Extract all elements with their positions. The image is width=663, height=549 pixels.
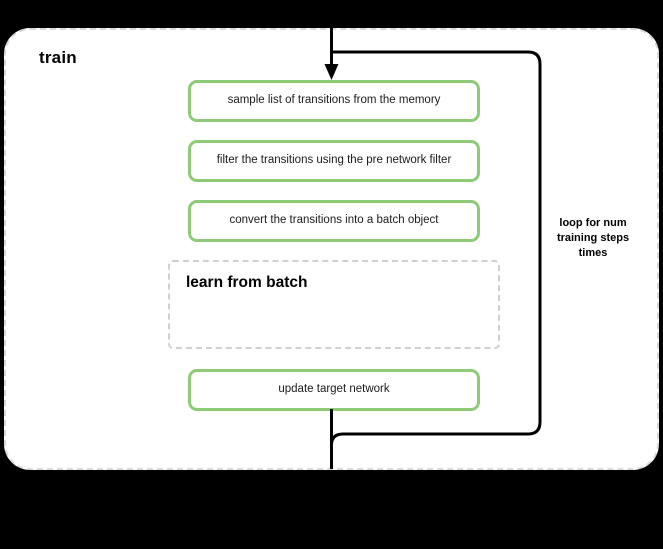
step-label: convert the transitions into a batch obj… [229,214,439,227]
step-box-filter-transitions[interactable]: filter the transitions using the pre net… [188,140,480,182]
learn-from-batch-label: learn from batch [186,274,308,291]
step-label: filter the transitions using the pre net… [216,154,452,167]
step-box-sample-transitions[interactable]: sample list of transitions from the memo… [188,80,480,122]
loop-annotation-label: loop for num training steps times [556,217,630,259]
step-box-convert-transitions[interactable]: convert the transitions into a batch obj… [188,200,480,242]
step-box-update-target-network[interactable]: update target network [188,369,480,411]
train-container: train sample list of transitions from th… [4,28,659,470]
learn-from-batch-block[interactable]: learn from batch [168,260,500,349]
page-title: train [39,48,77,67]
step-label: sample list of transitions from the memo… [227,94,441,107]
step-label: update target network [278,383,390,396]
